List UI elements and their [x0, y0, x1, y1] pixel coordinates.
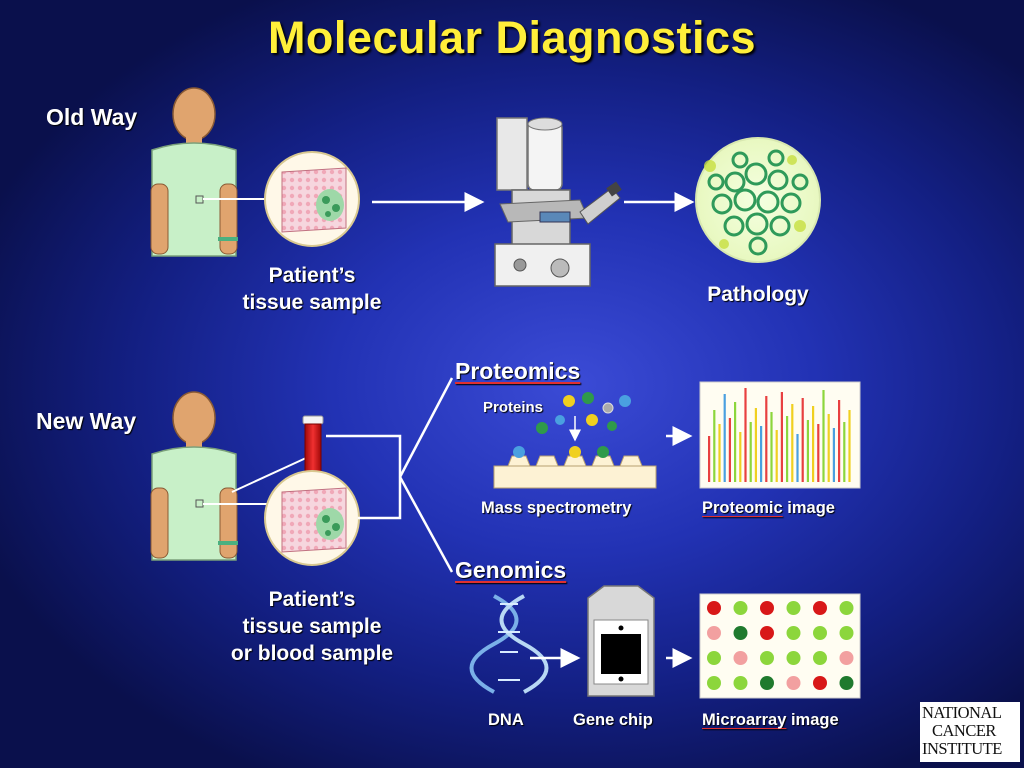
microarray-spot [760, 651, 774, 665]
microarray-image-label: Microarray image [702, 711, 839, 730]
spectrum-peak [796, 434, 799, 482]
national-cancer-institute-logo: NATIONAL CANCER INSTITUTE [920, 702, 1020, 762]
spectrum-peak [838, 400, 841, 482]
microscope [494, 117, 622, 287]
spectrum-peak [806, 420, 809, 482]
dna-label: DNA [488, 711, 524, 729]
microarray-spot [813, 626, 827, 640]
spectrum-peak [718, 424, 721, 482]
spectrum-peak [723, 394, 726, 482]
gene-chip-label: Gene chip [573, 711, 653, 729]
spectrum-peak [713, 410, 716, 482]
proteomic-image-label: Proteomic image [702, 499, 835, 518]
proteomic-image-rest: image [782, 499, 835, 517]
spectrum-peak [739, 432, 742, 482]
new-way-label: New Way [36, 408, 137, 434]
spectrum-peak [812, 406, 815, 482]
proteomic-word: Proteomic [702, 499, 783, 517]
microarray-word: Microarray [702, 711, 787, 729]
microarray-spot [786, 626, 801, 640]
logo-line-2: CANCER [932, 721, 996, 740]
spectrum-peak [780, 392, 783, 482]
proteomic-image [699, 381, 861, 489]
old-way-sample-line-1: Patient’s [268, 264, 356, 287]
pathology-label: Pathology [707, 283, 809, 306]
genomics-heading: Genomics [455, 557, 567, 583]
microarray-spot [813, 676, 827, 690]
microarray-spot [786, 676, 801, 690]
spectrum-peak [801, 398, 804, 482]
new-way-sample-line-3: or blood sample [230, 642, 394, 665]
new-way-patient-figure [150, 391, 238, 561]
microarray-spot [839, 676, 854, 690]
dna-helix [469, 594, 549, 694]
old-way-sample-line-2: tissue sample [242, 291, 382, 314]
spectrum-peak [832, 428, 835, 482]
logo-line-1: NATIONAL [922, 703, 1002, 722]
microarray-spot [813, 601, 827, 615]
old-way-label: Old Way [46, 104, 138, 130]
branch-connector [326, 377, 454, 573]
microarray-spot [733, 601, 748, 615]
spectrum-peak [708, 436, 711, 482]
proteins-label: Proteins [483, 399, 544, 416]
spectrum-peak [734, 402, 737, 482]
spectrum-peak [775, 430, 778, 482]
microarray-image-rest: image [786, 711, 839, 729]
spectrum-peak [749, 422, 752, 482]
new-way-sample-label: Patient’s tissue sample or blood sample [200, 586, 424, 667]
new-way-sample-line-1: Patient’s [268, 588, 356, 611]
new-way-tissue-sample [264, 470, 360, 566]
proteomics-heading: Proteomics [455, 358, 581, 384]
microarray-spot [733, 626, 748, 640]
spectrum-peak [817, 424, 820, 482]
mass-spectrometry-illustration [493, 392, 657, 489]
old-way-patient-figure [150, 87, 238, 257]
spectrum-peak [765, 396, 768, 482]
microarray-spot [760, 601, 774, 615]
microarray-spot [707, 601, 721, 615]
microarray-spot [707, 626, 721, 640]
microarray-image [699, 593, 861, 699]
spectrum-peak [728, 418, 731, 482]
spectrum-peak [827, 414, 830, 482]
gene-chip [587, 585, 655, 697]
microarray-spot [733, 651, 748, 665]
old-way-tissue-sample [264, 151, 360, 247]
old-way-sample-label: Patient’s tissue sample [212, 262, 412, 316]
spectrum-peak [791, 404, 794, 482]
spectrum-peak [843, 422, 846, 482]
microarray-spot [733, 676, 748, 690]
microarray-spot [839, 601, 854, 615]
microarray-spot [707, 676, 721, 690]
spectrum-peak [822, 390, 825, 482]
logo-line-3: INSTITUTE [922, 739, 1002, 758]
microarray-spot [786, 651, 801, 665]
microarray-spot [786, 601, 801, 615]
mass-spectrometry-label: Mass spectrometry [481, 499, 632, 517]
microarray-spot [760, 626, 774, 640]
microarray-spot [707, 651, 721, 665]
pathology-cells [695, 137, 821, 263]
spectrum-peak [786, 416, 789, 482]
spectrum-peak [848, 410, 851, 482]
new-way-sample-line-2: tissue sample [242, 615, 382, 638]
microarray-spot [839, 651, 854, 665]
microarray-spot [760, 676, 774, 690]
microarray-spot [813, 651, 827, 665]
spectrum-peak [770, 412, 773, 482]
spectrum-peak [760, 426, 763, 482]
spectrum-peak [744, 388, 747, 482]
microarray-spot [839, 626, 854, 640]
slide-title: Molecular Diagnostics [267, 12, 757, 63]
spectrum-peak [754, 408, 757, 482]
